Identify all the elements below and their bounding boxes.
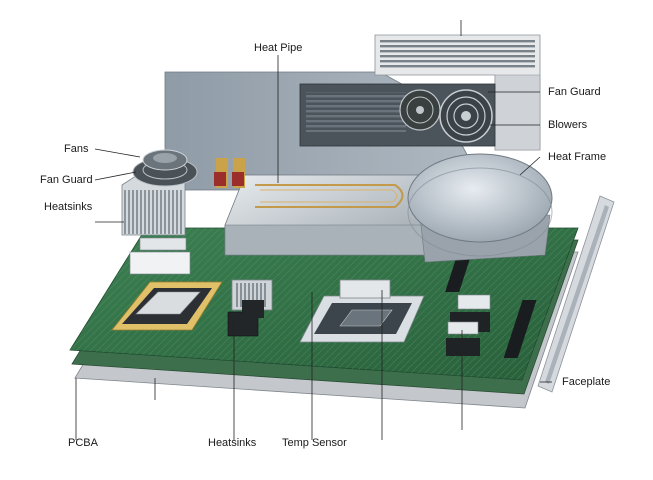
gpu-chip-center: [299, 279, 425, 343]
label-blowers: Blowers: [548, 119, 588, 131]
heat-frame-disc: [407, 153, 553, 243]
left-heatsink-stack: [121, 169, 191, 275]
leader-fan-guard-left: [94, 171, 137, 181]
memory-heatsink-block: [227, 279, 273, 337]
edge-connector-lower: [503, 300, 537, 358]
leader-heat-frame: [519, 156, 541, 176]
label-fan-guard-right: Fan Guard: [548, 86, 601, 98]
power-components: [214, 158, 245, 188]
label-pcba: PCBA: [68, 437, 98, 449]
label-faceplate: Faceplate: [562, 376, 611, 388]
fan-icon: [142, 149, 188, 171]
leader-fans: [94, 148, 141, 158]
leader-lines: [75, 20, 552, 440]
label-heatsinks-bottom: Heatsinks: [208, 437, 257, 449]
chip-right-b: [446, 321, 480, 356]
gpu-socket-left: [111, 281, 223, 331]
label-heat-pipe: Heat Pipe: [254, 42, 303, 54]
label-heatsinks-left: Heatsinks: [44, 201, 93, 213]
blower-fan-icon: [399, 89, 441, 131]
label-heat-frame: Heat Frame: [548, 151, 607, 163]
label-fan-guard-left: Fan Guard: [40, 174, 93, 186]
fan-guard-right-icon: [439, 89, 493, 143]
heat-pipe: [255, 184, 404, 208]
label-fans: Fans: [64, 143, 89, 155]
label-temp-sensor: Temp Sensor: [282, 437, 347, 449]
